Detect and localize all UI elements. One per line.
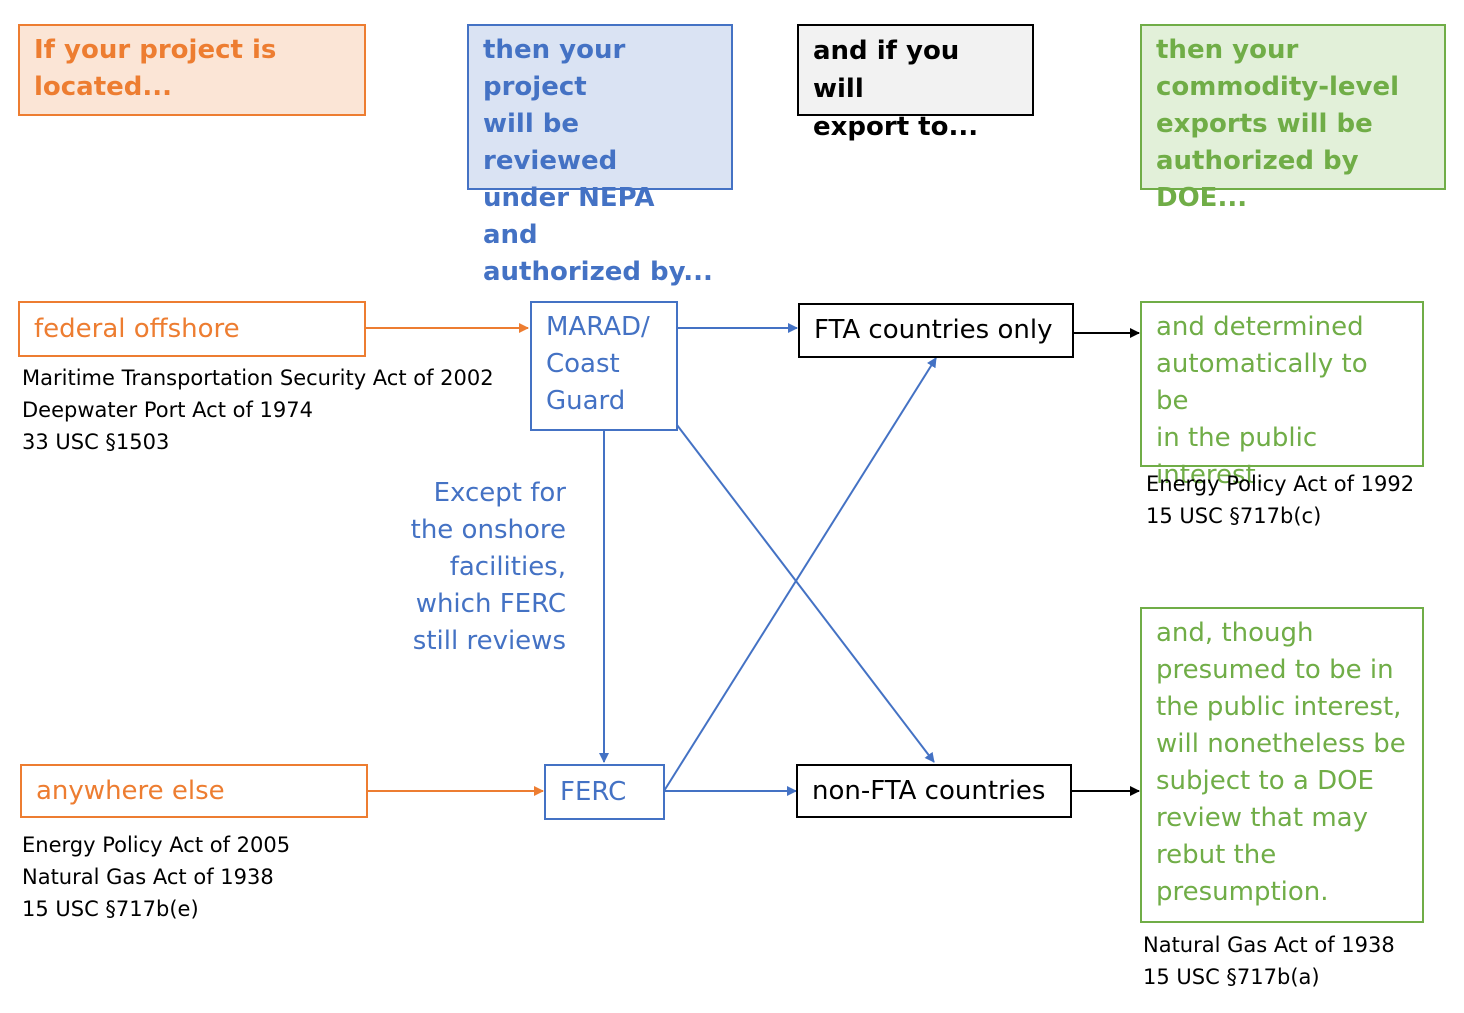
header-location: If your project is located... <box>18 24 366 116</box>
header-doe: then your commodity-level exports will b… <box>1140 24 1446 213</box>
agency-ferc: FERC <box>544 764 665 820</box>
arrow-ferc-to-fta <box>663 357 937 792</box>
header-export: and if you will export to... <box>797 24 1034 142</box>
header-review: then your project will be reviewed under… <box>467 24 733 287</box>
citation-anywhere-else: Energy Policy Act of 2005 Natural Gas Ac… <box>22 833 291 921</box>
citation-offshore: Maritime Transportation Security Act of … <box>22 366 494 454</box>
citation-non-fta: Natural Gas Act of 1938 15 USC §717b(a) <box>1143 933 1395 989</box>
location-federal-offshore: federal offshore <box>18 301 366 357</box>
agency-marad-coast-guard: MARAD/ Coast Guard <box>530 301 678 431</box>
exception-note: Except for the onshore facilities, which… <box>410 478 566 656</box>
destination-non-fta-countries: non-FTA countries <box>796 764 1072 818</box>
outcome-nonfta-doe-review: and, though presumed to be in the public… <box>1140 607 1424 923</box>
outcome-fta-public-interest: and determined automatically to be in th… <box>1140 301 1424 490</box>
location-anywhere-else: anywhere else <box>20 764 368 818</box>
arrow-marad-to-nonfta <box>676 424 935 763</box>
citation-fta: Energy Policy Act of 1992 15 USC §717b(c… <box>1146 472 1415 528</box>
destination-fta-countries: FTA countries only <box>798 303 1074 358</box>
